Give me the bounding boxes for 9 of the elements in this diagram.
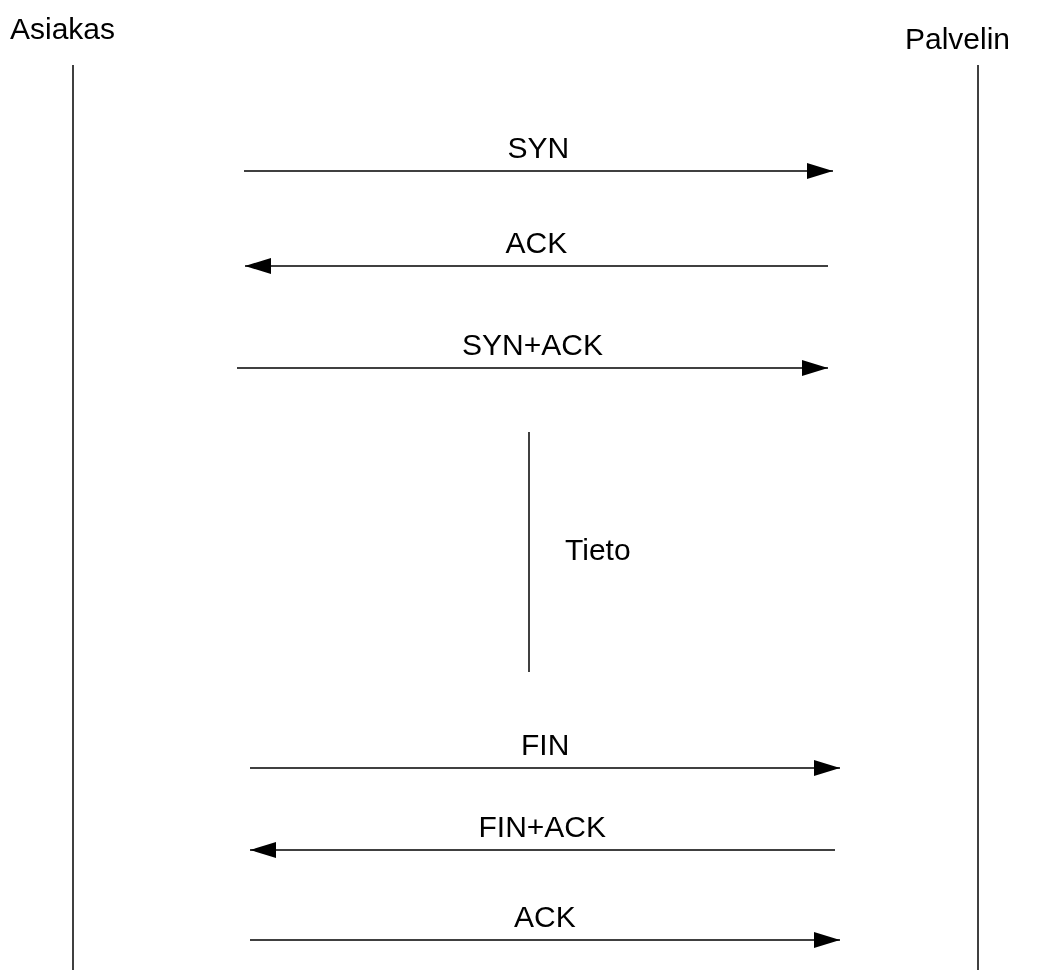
message-label: FIN+ACK — [478, 810, 607, 844]
phase-label: Tieto — [565, 533, 631, 567]
message-label: SYN — [507, 131, 570, 165]
message-label: FIN — [521, 728, 570, 762]
participant-label: Asiakas — [10, 12, 116, 46]
message-label: ACK — [514, 900, 576, 934]
message-label: ACK — [505, 226, 568, 260]
message-label: SYN+ACK — [462, 328, 603, 362]
participant-label: Palvelin — [905, 22, 1011, 56]
